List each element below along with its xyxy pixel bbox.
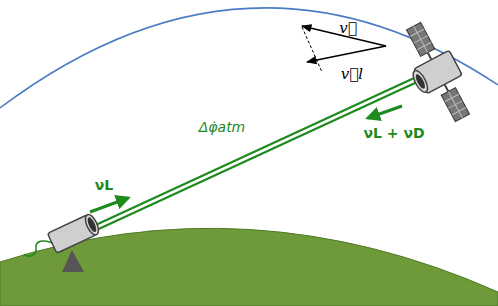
vector-label: v⃗ bbox=[339, 20, 356, 37]
frequency-label: νL + νD bbox=[363, 126, 424, 141]
line-of-sight-velocity bbox=[307, 46, 386, 62]
uplink-arrow bbox=[90, 198, 128, 212]
laser-beam-gap bbox=[95, 78, 420, 228]
ground-station bbox=[24, 213, 101, 272]
orbit-arc bbox=[0, 8, 498, 108]
phase-label: Δφ̇atm bbox=[199, 120, 246, 135]
laser-beam bbox=[95, 78, 420, 228]
vector-label: v⃗l bbox=[341, 66, 363, 83]
frequency-label: νL bbox=[95, 178, 113, 193]
satellite bbox=[392, 17, 481, 130]
downlink-arrow bbox=[368, 106, 402, 118]
projection-line bbox=[302, 27, 322, 72]
